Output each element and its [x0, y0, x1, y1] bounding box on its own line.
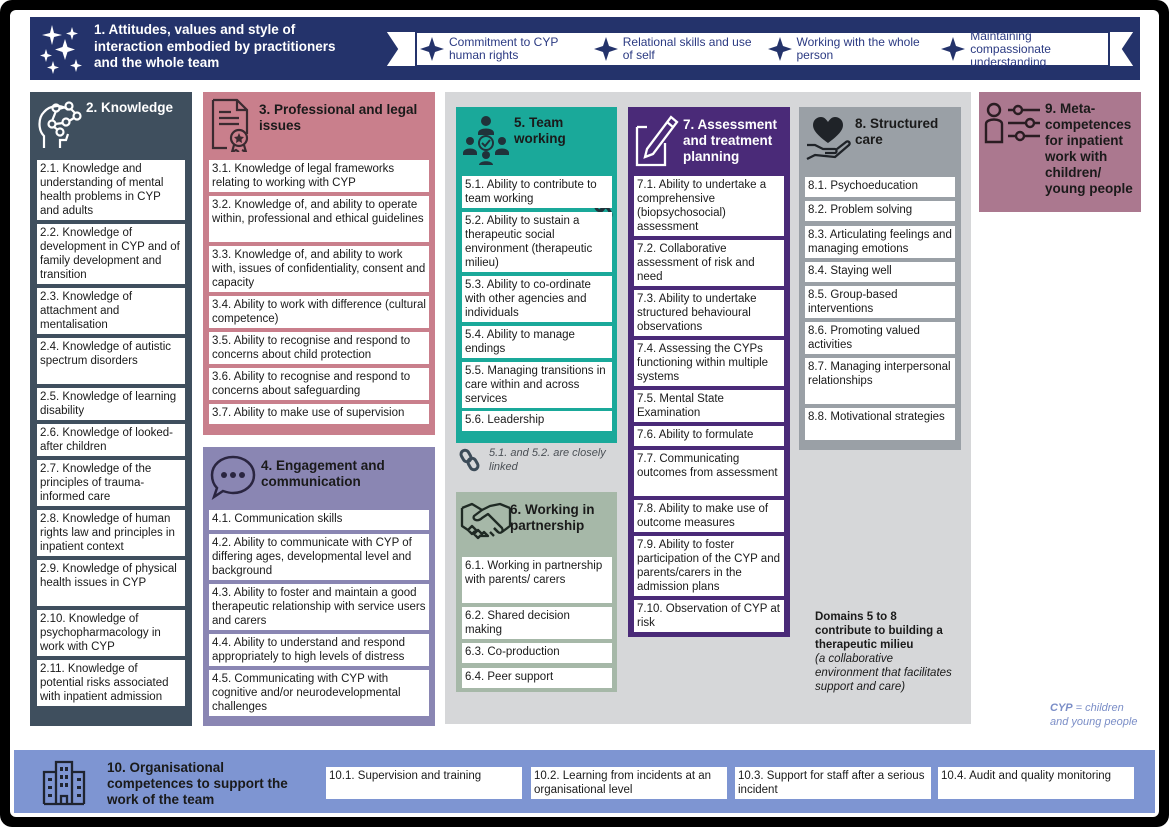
- competence-item: 6.4. Peer support: [462, 668, 612, 688]
- value-item: Commitment to CYP human rights: [415, 31, 589, 67]
- domain-6-title: 6. Working in partnership: [510, 502, 595, 533]
- domain-3-title: 3. Professional and legal issues: [259, 102, 418, 133]
- competence-item: 10.2. Learning from incidents at an orga…: [531, 767, 727, 799]
- domain-8-title: 8. Structured care: [855, 116, 939, 147]
- competence-item: 7.1. Ability to undertake a comprehensiv…: [634, 176, 784, 236]
- competence-item: 4.5. Communicating with CYP with cogniti…: [209, 670, 429, 716]
- competence-item: 2.11. Knowledge of potential risks assoc…: [37, 660, 185, 706]
- competence-item: 8.5. Group-based interventions: [805, 286, 955, 318]
- cyp-note: CYP = children and young people: [1050, 702, 1145, 729]
- competence-item: 3.5. Ability to recognise and respond to…: [209, 332, 429, 364]
- value-item: Relational skills and use of self: [589, 31, 763, 67]
- four-point-star-icon: [767, 37, 792, 61]
- competence-item: 3.1. Knowledge of legal frameworks relat…: [209, 160, 429, 192]
- competence-item: 8.7. Managing interpersonal relationship…: [805, 358, 955, 404]
- cyp-definition: = children and young people: [1050, 702, 1138, 728]
- competence-item: 5.3. Ability to co-ordinate with other a…: [462, 276, 612, 322]
- competence-item: 2.7. Knowledge of the principles of trau…: [37, 460, 185, 506]
- competence-item: 7.10. Observation of CYP at risk: [634, 600, 784, 632]
- heart-in-hand-icon: [806, 117, 851, 161]
- sparkle-stars-icon: [38, 23, 84, 75]
- speech-bubble-icon: [210, 455, 256, 501]
- competence-item: 3.7. Ability to make use of supervision: [209, 404, 429, 424]
- competence-item: 3.2. Knowledge of, and ability to operat…: [209, 196, 429, 242]
- competence-item: 8.8. Motivational strategies: [805, 408, 955, 440]
- competence-item: 2.8. Knowledge of human rights law and p…: [37, 510, 185, 556]
- domain-5-title: 5. Team working: [514, 115, 566, 146]
- competence-item: 8.2. Problem solving: [805, 201, 955, 221]
- competence-item: 10.3. Support for staff after a serious …: [735, 767, 931, 799]
- competence-item: 6.1. Working in partnership with parents…: [462, 557, 612, 603]
- competence-item: 4.3. Ability to foster and maintain a go…: [209, 584, 429, 630]
- competence-item: 2.4. Knowledge of autistic spectrum diso…: [37, 338, 185, 384]
- value-item: Maintaining compassionate understanding: [936, 28, 1110, 69]
- person-sliders-icon: [984, 102, 1040, 144]
- competence-item: 5.5. Managing transitions in care within…: [462, 362, 612, 408]
- competence-item: 8.1. Psychoeducation: [805, 177, 955, 197]
- competence-item: 7.6. Ability to formulate: [634, 426, 784, 446]
- competence-item: 7.5. Mental State Examination: [634, 390, 784, 422]
- competence-item: 2.10. Knowledge of psychopharmacology in…: [37, 610, 185, 656]
- domain-7-title: 7. Assessment and treatment planning: [683, 117, 778, 164]
- domain-9-title: 9. Meta-competences for inpatient work w…: [1045, 101, 1133, 196]
- four-point-star-icon: [420, 37, 444, 61]
- competence-item: 5.6. Leadership: [462, 411, 612, 431]
- team-people-icon: [463, 116, 509, 165]
- competence-item: 2.3. Knowledge of attachment and mentali…: [37, 288, 185, 334]
- domain-2-title: 2. Knowledge: [86, 100, 174, 115]
- value-label: Relational skills and use of self: [622, 35, 752, 62]
- competence-item: 3.3. Knowledge of, and ability to work w…: [209, 246, 429, 292]
- competence-item: 8.6. Promoting valued activities: [805, 322, 955, 354]
- handshake-icon: [460, 502, 512, 540]
- competence-item: 7.4. Assessing the CYPs functioning with…: [634, 340, 784, 386]
- head-network-icon: [38, 101, 82, 148]
- competence-item: 5.1. Ability to contribute to team worki…: [462, 176, 612, 208]
- domain-10-title: 10. Organisational competences to suppor…: [107, 760, 288, 807]
- competence-item: 3.4. Ability to work with difference (cu…: [209, 296, 429, 328]
- competence-item: 7.3. Ability to undertake structured beh…: [634, 290, 784, 336]
- competence-item: 3.6. Ability to recognise and respond to…: [209, 368, 429, 400]
- competence-item: 4.2. Ability to communicate with CYP of …: [209, 534, 429, 580]
- competence-item: 2.9. Knowledge of physical health issues…: [37, 560, 185, 606]
- document-pen-icon: [635, 115, 679, 167]
- competence-item: 6.3. Co-production: [462, 643, 612, 663]
- value-label: Commitment to CYP human rights: [449, 35, 559, 62]
- four-point-star-icon: [941, 37, 966, 61]
- competence-item: 2.2. Knowledge of development in CYP and…: [37, 224, 185, 284]
- four-point-star-icon: [593, 37, 618, 61]
- competence-item: 2.6. Knowledge of looked-after children: [37, 424, 185, 456]
- domain-1-banner: 1. Attitudes, values and style of intera…: [30, 17, 1140, 80]
- domain-4-title: 4. Engagement and communication: [261, 458, 385, 489]
- certificate-document-icon: [211, 98, 249, 152]
- competence-item: 8.3. Articulating feelings and managing …: [805, 226, 955, 258]
- competence-item: 10.4. Audit and quality monitoring: [938, 767, 1134, 799]
- office-building-icon: [42, 760, 86, 806]
- value-label: Working with the whole person: [796, 35, 920, 62]
- value-item: Working with the whole person: [763, 31, 937, 67]
- competence-item: 7.2. Collaborative assessment of risk an…: [634, 240, 784, 286]
- competence-item: 7.9. Ability to foster participation of …: [634, 536, 784, 596]
- competence-item: 4.1. Communication skills: [209, 510, 429, 530]
- values-ribbon: Commitment to CYP human rights Relationa…: [385, 28, 1135, 69]
- competence-item: 5.2. Ability to sustain a therapeutic so…: [462, 212, 612, 272]
- competence-item: 4.4. Ability to understand and respond a…: [209, 634, 429, 666]
- competence-item: 5.4. Ability to manage endings: [462, 326, 612, 358]
- milieu-note-bold: Domains 5 to 8 contribute to building a …: [815, 611, 943, 651]
- competence-item: 2.5. Knowledge of learning disability: [37, 388, 185, 420]
- chain-link-icon: [459, 448, 480, 472]
- value-label: Maintaining compassionate understanding: [970, 28, 1051, 69]
- milieu-note: Domains 5 to 8 contribute to building a …: [815, 610, 955, 694]
- competence-item: 10.1. Supervision and training: [326, 767, 522, 799]
- cyp-term: CYP: [1050, 702, 1073, 714]
- domain-1-title: 1. Attitudes, values and style of intera…: [94, 22, 336, 70]
- competence-item: 2.1. Knowledge and understanding of ment…: [37, 160, 185, 220]
- milieu-note-italic: (a collaborative environment that facili…: [815, 653, 952, 693]
- competence-item: 8.4. Staying well: [805, 262, 955, 282]
- competence-item: 7.7. Communicating outcomes from assessm…: [634, 450, 784, 496]
- competence-item: 6.2. Shared decision making: [462, 607, 612, 639]
- link-note: 5.1. and 5.2. are closely linked: [489, 447, 606, 473]
- competence-item: 7.8. Ability to make use of outcome meas…: [634, 500, 784, 532]
- domain-9-meta-competences: 9. Meta-competences for inpatient work w…: [979, 92, 1141, 212]
